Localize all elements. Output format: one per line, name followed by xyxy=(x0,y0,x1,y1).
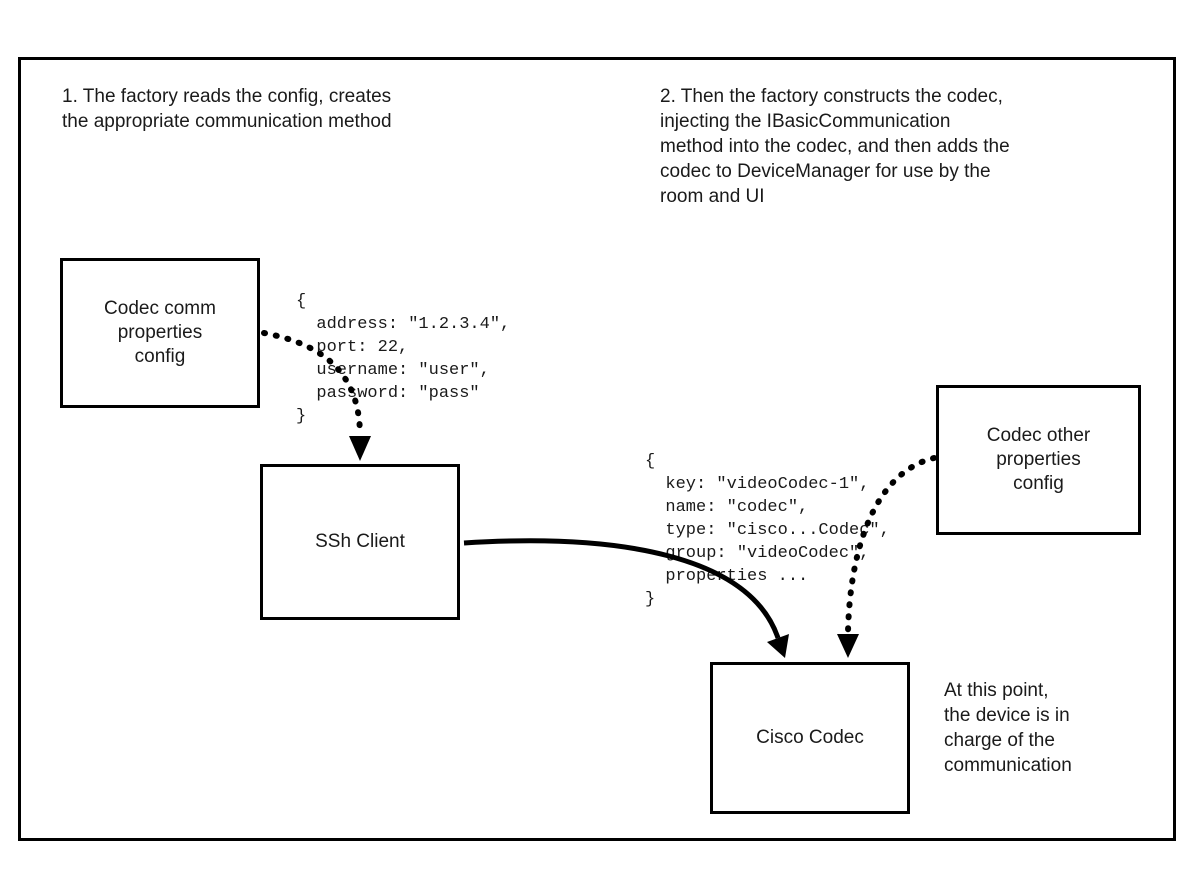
step2-note: 2. Then the factory constructs the codec… xyxy=(660,86,1010,207)
codec-comm-config-label: Codec comm properties config xyxy=(104,298,216,367)
step1-note: 1. The factory reads the config, creates… xyxy=(62,86,392,132)
ssh-client-box: SSh Client xyxy=(260,464,460,620)
endpoint-note: At this point, the device is in charge o… xyxy=(944,680,1072,776)
codec-comm-config-box: Codec comm properties config xyxy=(60,258,260,408)
ssh-client-label: SSh Client xyxy=(315,531,405,552)
codec-other-config-box: Codec other properties config xyxy=(936,385,1141,535)
codec-properties-code: { key: "videoCodec-1", name: "codec", ty… xyxy=(645,452,890,609)
cisco-codec-box: Cisco Codec xyxy=(710,662,910,814)
cisco-codec-label: Cisco Codec xyxy=(756,727,864,748)
comm-properties-code: { address: "1.2.3.4", port: 22, username… xyxy=(296,292,511,426)
codec-other-config-label: Codec other properties config xyxy=(986,425,1091,494)
